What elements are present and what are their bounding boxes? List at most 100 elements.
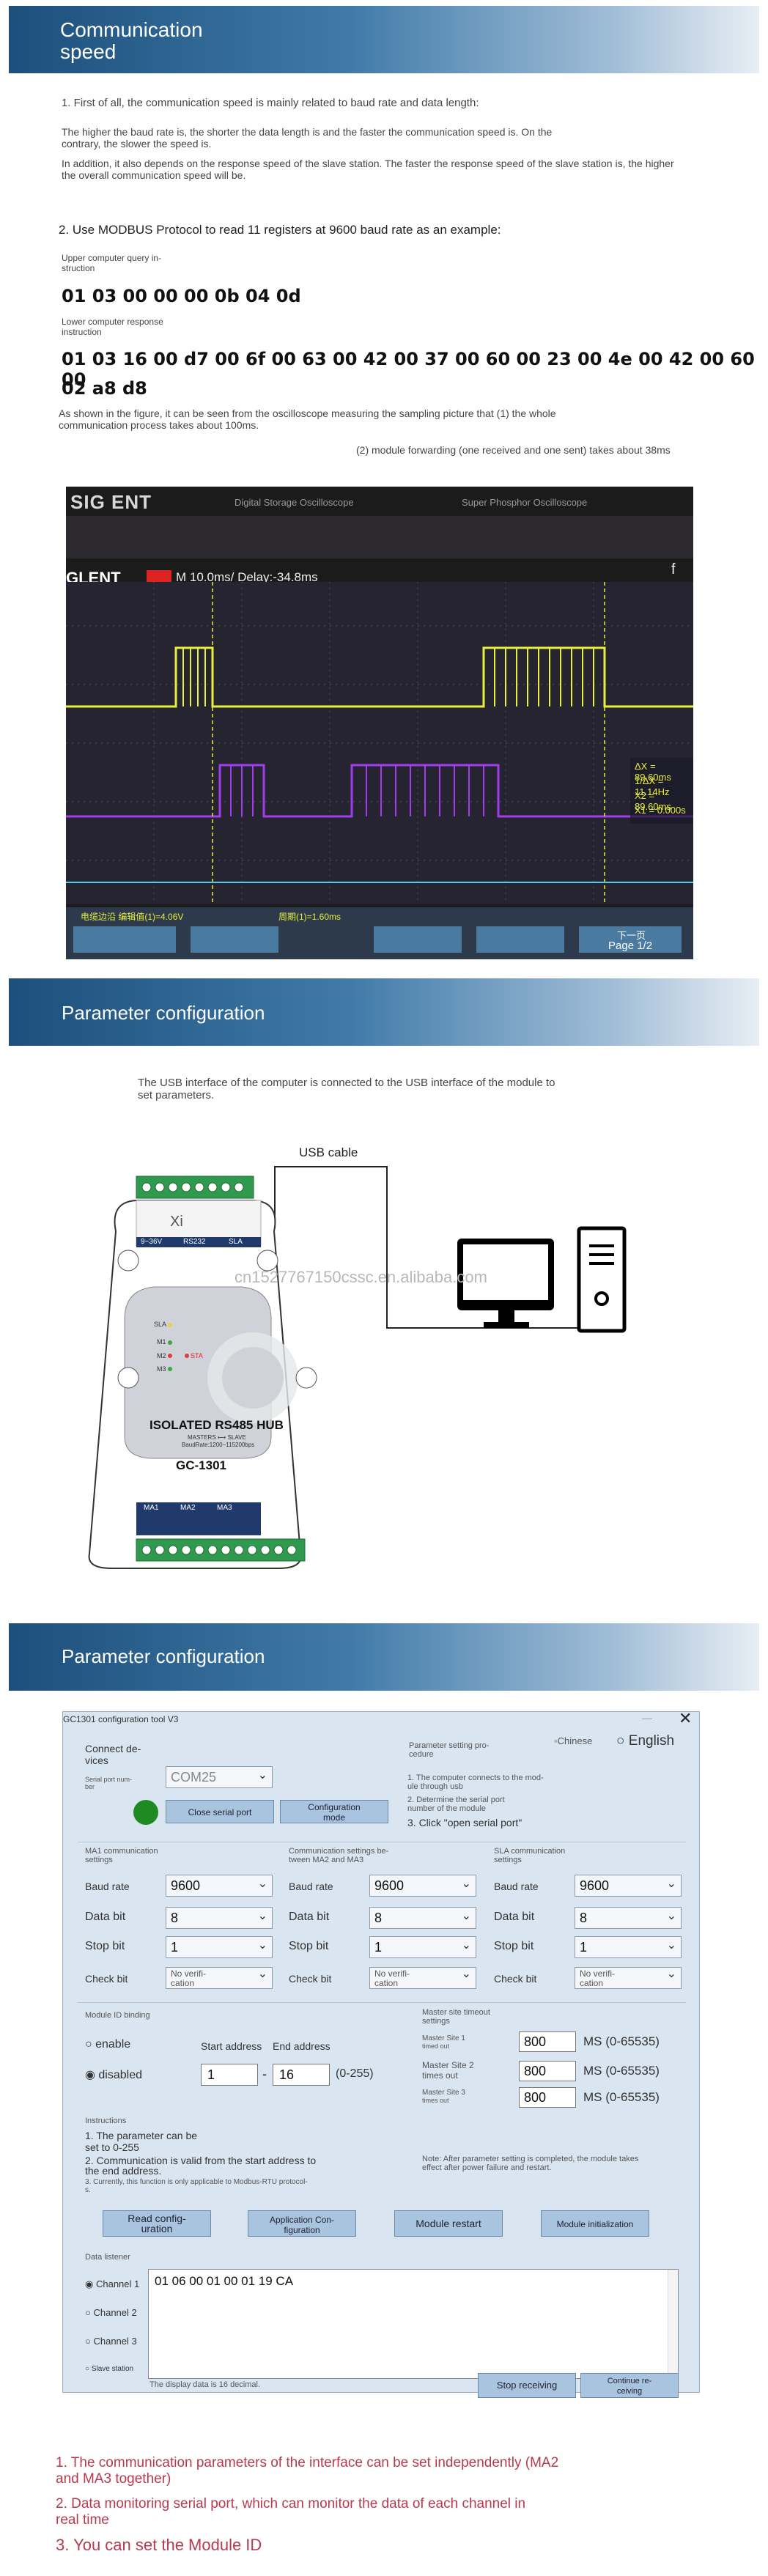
disabled-label: disabled: [98, 2069, 143, 2081]
read-config-line2: uration: [141, 2223, 173, 2234]
channel3-radio[interactable]: ○ Channel 3: [85, 2336, 137, 2347]
scope-inv-dx: 1/ΔX = 11.14Hz: [635, 775, 670, 797]
minimize-icon[interactable]: —: [642, 1712, 652, 1724]
channel1-radio[interactable]: ◉ Channel 1: [85, 2278, 140, 2289]
module-led-sta: STA: [191, 1352, 203, 1359]
ma1-check-select[interactable]: No verifi- cation: [166, 1967, 273, 1989]
apply-config-line1: Application Con-: [269, 2215, 335, 2225]
timeout-title-line1: Master site timeout: [422, 2008, 490, 2017]
section2-title: Parameter configuration: [62, 1002, 265, 1024]
serial-label-line1: Serial port num-: [85, 1776, 133, 1783]
scope-traces: [66, 582, 693, 904]
ms3-label-line1: Master Site 3: [422, 2089, 465, 2097]
sla-stop-label: Stop bit: [494, 1940, 534, 1952]
end-addr-label: End address: [273, 2040, 331, 2052]
listener-data: 01 06 00 01 00 01 19 CA: [155, 2274, 294, 2288]
lang-cn-label: Chinese: [557, 1735, 593, 1746]
response-hex-line2: 02 a8 d8: [62, 378, 147, 399]
ma1-title-line1: MA1 communication: [85, 1847, 158, 1856]
para1-line1: The higher the baud rate is, the shorter…: [62, 126, 553, 138]
module-restart-button[interactable]: Module restart: [394, 2210, 503, 2237]
scope-x2: X2 = 89.60ms: [635, 790, 671, 812]
channel1-label: Channel 1: [95, 2278, 140, 2289]
stop-receiving-button[interactable]: Stop receiving: [478, 2373, 576, 2398]
ma23-data-select[interactable]: 8: [369, 1907, 476, 1929]
intro-text: 1. First of all, the communication speed…: [62, 97, 479, 109]
sla-stop-select[interactable]: 1: [575, 1936, 682, 1958]
scope-header: Digital Storage Oscilloscope: [235, 497, 354, 508]
sla-check-select[interactable]: No verifi- cation: [575, 1967, 682, 1989]
sla-baud-select[interactable]: 9600: [575, 1875, 682, 1897]
ma23-check-label: Check bit: [289, 1973, 332, 1985]
ma1-data-label: Data bit: [85, 1911, 126, 1923]
ms3-label-line2: times out: [422, 2097, 449, 2104]
ms2-label-line1: Master Site 2: [422, 2060, 474, 2070]
continue-receiving-button[interactable]: Continue re- ceiving: [580, 2373, 679, 2398]
instr3-line1: 3. Currently, this function is only appl…: [85, 2178, 308, 2186]
module-led-sla: SLA: [154, 1321, 167, 1328]
disabled-radio[interactable]: ◉ disabled: [85, 2069, 143, 2081]
end-addr-input[interactable]: 16: [273, 2064, 330, 2086]
module-led-m3: M3: [157, 1365, 166, 1373]
ma23-stop-label: Stop bit: [289, 1940, 329, 1952]
ma1-check-label: Check bit: [85, 1973, 128, 1985]
ms2-timeout-input[interactable]: 800: [519, 2061, 576, 2081]
proc3: 3. Click "open serial port": [407, 1817, 523, 1828]
ma23-check-select[interactable]: No verifi- cation: [369, 1967, 476, 1989]
ms3-timeout-input[interactable]: 800: [519, 2087, 576, 2108]
ma1-stop-select[interactable]: 1: [166, 1936, 273, 1958]
ms1-label-line2: timed out: [422, 2042, 450, 2050]
continue-line1: Continue re-: [607, 2377, 652, 2385]
ma1-stop-label: Stop bit: [85, 1940, 125, 1952]
read-config-button[interactable]: Read config- uration: [103, 2210, 211, 2237]
ma1-data-select[interactable]: 8: [166, 1907, 273, 1929]
note-line1: Note: After parameter setting is complet…: [422, 2155, 639, 2163]
ma23-title-line1: Communication settings be-: [289, 1847, 389, 1856]
proc2-line2: number of the module: [407, 1804, 487, 1813]
channel4-radio[interactable]: ○ Slave station: [85, 2365, 134, 2373]
lang-cn-radio[interactable]: ◦Chinese: [554, 1735, 593, 1746]
serial-label-line2: ber: [85, 1783, 95, 1790]
module-init-button[interactable]: Module initialization: [541, 2210, 649, 2237]
ma1-baud-select[interactable]: 9600: [166, 1875, 273, 1897]
module-led-m1: M1: [157, 1338, 166, 1346]
close-serial-button[interactable]: Close serial port: [166, 1800, 274, 1823]
apply-config-button[interactable]: Application Con- figuration: [248, 2210, 356, 2237]
response-label-line1: Lower computer response: [62, 317, 163, 327]
status-indicator: [133, 1800, 158, 1825]
ma23-baud-label: Baud rate: [289, 1881, 333, 1892]
config-mode-button[interactable]: Configuration mode: [280, 1800, 388, 1823]
enable-radio[interactable]: ○ enable: [85, 2038, 131, 2051]
instr1-line1: 1. The parameter can be: [85, 2130, 198, 2141]
config-mode-line2: mode: [322, 1812, 346, 1823]
ms1-timeout-input[interactable]: 800: [519, 2031, 576, 2052]
connect-label-line1: Connect de-: [85, 1743, 141, 1754]
data-listener-box[interactable]: 01 06 00 01 00 01 19 CA: [148, 2269, 679, 2379]
query-hex: 01 03 00 00 00 0b 04 0d: [62, 286, 301, 306]
instr2-line1: 2. Communication is valid from the start…: [85, 2155, 317, 2166]
feature3: 3. You can set the Module ID: [56, 2536, 262, 2554]
config-mode-line1: Configuration: [308, 1802, 361, 1812]
osc-note-line1: As shown in the figure, it can be seen f…: [59, 407, 556, 419]
proc-title-line2: cedure: [409, 1750, 434, 1759]
channel2-radio[interactable]: ○ Channel 2: [85, 2307, 137, 2318]
feature1-line2: and MA3 together): [56, 2471, 171, 2487]
sla-title-line1: SLA communication: [494, 1847, 566, 1856]
com-port-select[interactable]: COM25: [166, 1766, 273, 1788]
lang-en-radio[interactable]: ○ English: [616, 1733, 675, 1749]
ma23-stop-select[interactable]: 1: [369, 1936, 476, 1958]
scope-timebase: M 10.0ms/ Delay:-34.8ms: [176, 570, 318, 584]
usb-diagram: [88, 1166, 627, 1569]
sla-check-line1: No verifi-: [580, 1968, 616, 1979]
module-brand: Xi: [170, 1214, 183, 1230]
timeout-title-line2: settings: [422, 2017, 450, 2026]
para2-line1: In addition, it also depends on the resp…: [62, 158, 674, 169]
close-icon[interactable]: ✕: [679, 1709, 693, 1727]
module-ma2: MA2: [180, 1504, 196, 1512]
start-addr-input[interactable]: 1: [201, 2064, 258, 2086]
scrollbar[interactable]: [668, 2270, 678, 2378]
ma23-baud-select[interactable]: 9600: [369, 1875, 476, 1897]
ma23-title-line2: tween MA2 and MA3: [289, 1856, 364, 1864]
query-label-line1: Upper computer query in-: [62, 253, 162, 263]
sla-data-select[interactable]: 8: [575, 1907, 682, 1929]
